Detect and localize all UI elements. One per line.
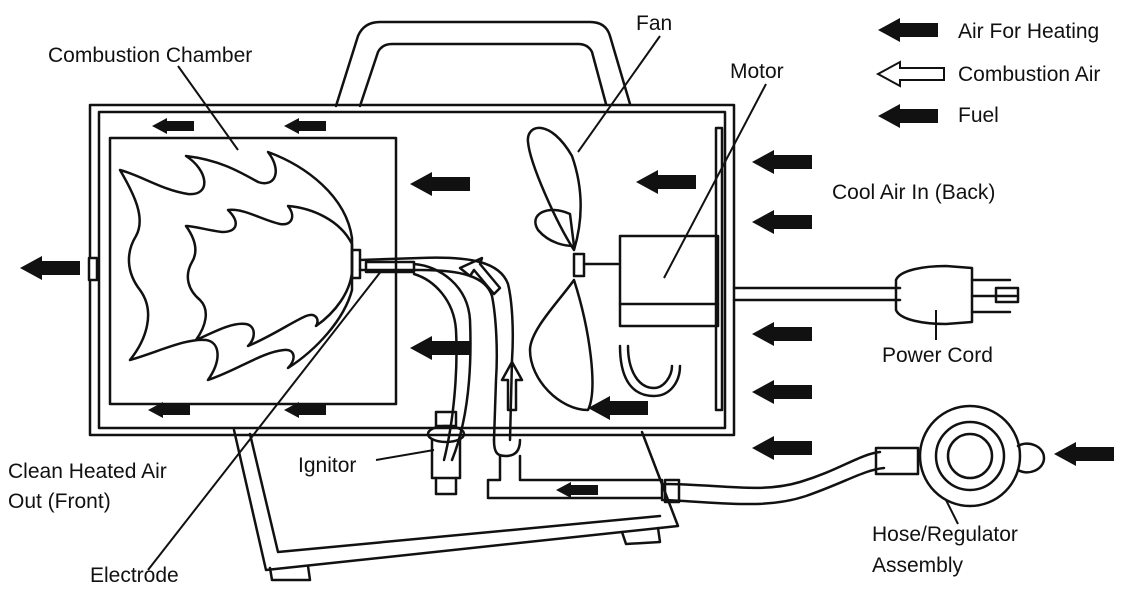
- leader-lines: [147, 35, 959, 571]
- front-outlet: [87, 256, 99, 282]
- inner-flame: [184, 204, 354, 348]
- burner-nozzle: [350, 248, 362, 280]
- rear-grille: [714, 126, 724, 412]
- fuel-line: [358, 256, 515, 442]
- legend-symbols: [875, 18, 945, 128]
- power-cord: [732, 264, 1020, 326]
- hose-regulator-assembly: [660, 404, 1046, 508]
- label-hose-regulator-2: Assembly: [872, 554, 964, 577]
- electrode-tip: [364, 260, 416, 274]
- legend-combustion-air-arrow: [875, 60, 945, 88]
- combustion-air-arrow-1: [458, 256, 502, 296]
- label-ignitor: Ignitor: [298, 454, 357, 477]
- fan: [526, 126, 620, 412]
- label-clean-heated-air-2: Out (Front): [8, 490, 111, 513]
- label-clean-heated-air-1: Clean Heated Air: [8, 460, 167, 483]
- gas-pipe: [492, 438, 522, 458]
- label-combustion-chamber: Combustion Chamber: [48, 44, 253, 67]
- motor: [618, 234, 720, 398]
- heating-air-arrows: [20, 118, 1114, 498]
- legend-fuel: Fuel: [958, 104, 999, 127]
- label-cool-air-in: Cool Air In (Back): [832, 181, 996, 204]
- label-motor: Motor: [730, 60, 784, 83]
- carry-handle: [334, 20, 632, 108]
- label-hose-regulator-1: Hose/Regulator: [872, 523, 1018, 546]
- housing-inner-frame: [97, 110, 727, 430]
- combustion-air-arrow-2: [500, 360, 524, 412]
- label-power-cord: Power Cord: [882, 344, 993, 367]
- label-electrode: Electrode: [90, 564, 179, 587]
- legend-combustion-air: Combustion Air: [958, 63, 1101, 86]
- legend-air-for-heating: Air For Heating: [958, 20, 1100, 43]
- label-fan: Fan: [636, 12, 673, 35]
- ignitor-assembly: [426, 410, 466, 496]
- outer-flame: [118, 150, 354, 382]
